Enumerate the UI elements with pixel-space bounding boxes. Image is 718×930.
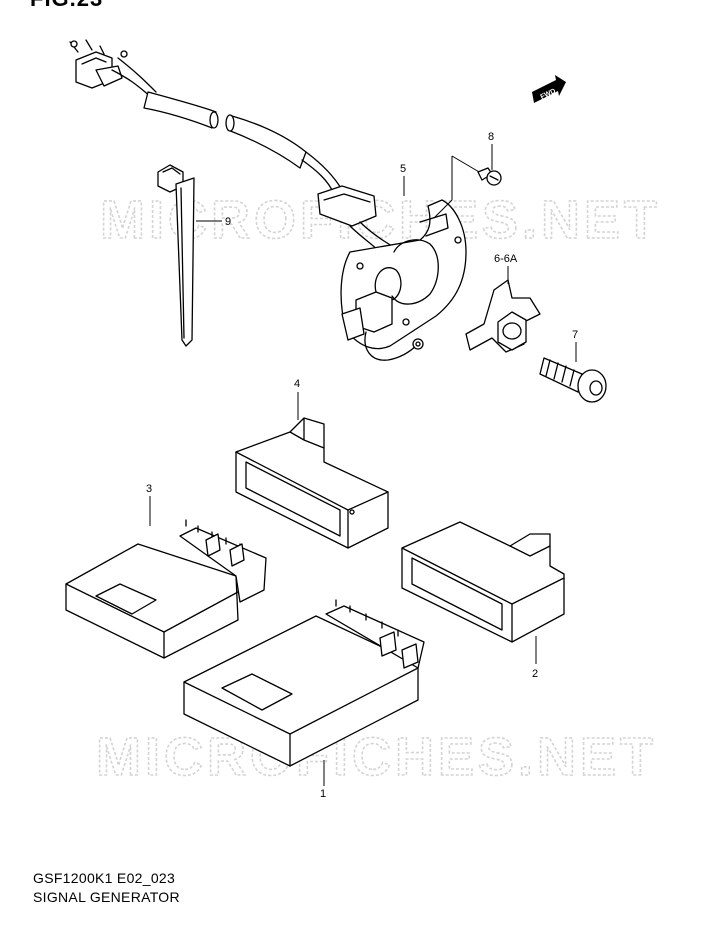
callout-4: 4 [294,378,300,390]
callout-5: 5 [400,163,406,175]
callout-7: 7 [572,329,578,341]
part-2-rubber-cover [401,521,565,643]
part-8-screw [477,167,502,186]
watermark-bottom: MICROFICHES.NET [96,727,657,787]
callout-8: 8 [488,131,494,143]
part-6-rotor [465,279,541,353]
part-9-cable-tie [157,164,195,347]
callout-6-6a: 6-6A [494,253,518,265]
figure-title: FIG.23 [30,0,103,12]
diagram-code: GSF1200K1 E02_023 [33,870,176,886]
diagram-name: SIGNAL GENERATOR [33,889,180,905]
callout-2: 2 [532,668,538,680]
part-7-bolt [539,357,607,403]
part-4-rubber-cover [235,417,389,549]
part-1-control-unit [183,599,425,767]
signal-generator-harness [69,39,467,361]
callout-1: 1 [320,788,326,800]
part-3-control-unit [65,519,267,659]
callout-9: 9 [225,216,231,228]
fwd-arrow-icon: FWD [532,75,566,103]
callout-3: 3 [146,483,152,495]
